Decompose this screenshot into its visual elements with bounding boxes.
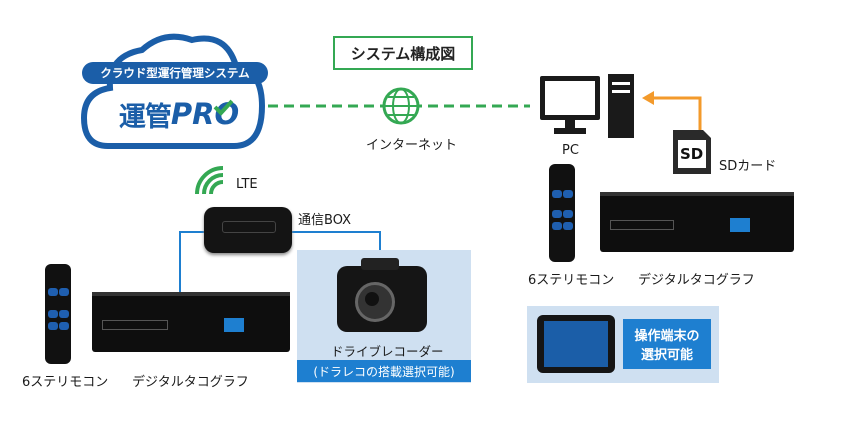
comm-box-device <box>204 207 292 253</box>
left-remote-label: 6ステリモコン <box>22 375 109 390</box>
sd-card-text: SD <box>680 145 704 163</box>
terminal-panel: 操作端末の 選択可能 <box>527 306 719 383</box>
diagram-title: システム構成図 <box>333 36 473 70</box>
logo-text: 運管 <box>118 101 172 133</box>
pc-icon <box>538 72 638 142</box>
sd-arrow <box>650 96 702 130</box>
cloud-banner: クラウド型運行管理システム <box>82 62 268 84</box>
right-tachograph-device <box>600 192 794 252</box>
terminal-device <box>537 315 615 373</box>
terminal-caption-line1: 操作端末の <box>634 329 700 344</box>
terminal-caption: 操作端末の 選択可能 <box>623 319 711 369</box>
globe-icon <box>381 86 421 126</box>
drive-recorder-panel: ドライブレコーダー (ドラレコの搭載選択可能) <box>297 250 471 383</box>
left-tachograph-label: デジタルタコグラフ <box>132 375 249 390</box>
cloud-banner-text: クラウド型運行管理システム <box>100 66 250 80</box>
wifi-signal-icon <box>191 162 229 200</box>
right-remote-device <box>549 164 575 262</box>
wire-to-tacho <box>179 231 205 292</box>
right-remote-label: 6ステリモコン <box>528 273 615 288</box>
sd-label: SDカード <box>719 159 777 174</box>
drive-recorder-label: ドライブレコーダー <box>331 344 444 359</box>
drive-recorder-caption: (ドラレコの搭載選択可能) <box>297 360 471 382</box>
pc-label: PC <box>562 143 579 158</box>
drive-recorder-device <box>337 258 427 332</box>
right-tachograph-label: デジタルタコグラフ <box>638 273 755 288</box>
sd-arrow-head <box>642 91 654 105</box>
terminal-caption-line2: 選択可能 <box>640 348 693 363</box>
left-remote-device <box>45 264 71 364</box>
left-tachograph-device <box>92 292 290 352</box>
lte-label: LTE <box>236 177 258 192</box>
logo-wordmark: 運管 PRO <box>104 92 254 136</box>
check-icon <box>212 98 234 120</box>
internet-label: インターネット <box>366 138 458 153</box>
logo-pro-text: PRO <box>170 97 240 131</box>
sd-card-icon: SD <box>671 128 713 176</box>
comm-box-label: 通信BOX <box>298 213 351 228</box>
